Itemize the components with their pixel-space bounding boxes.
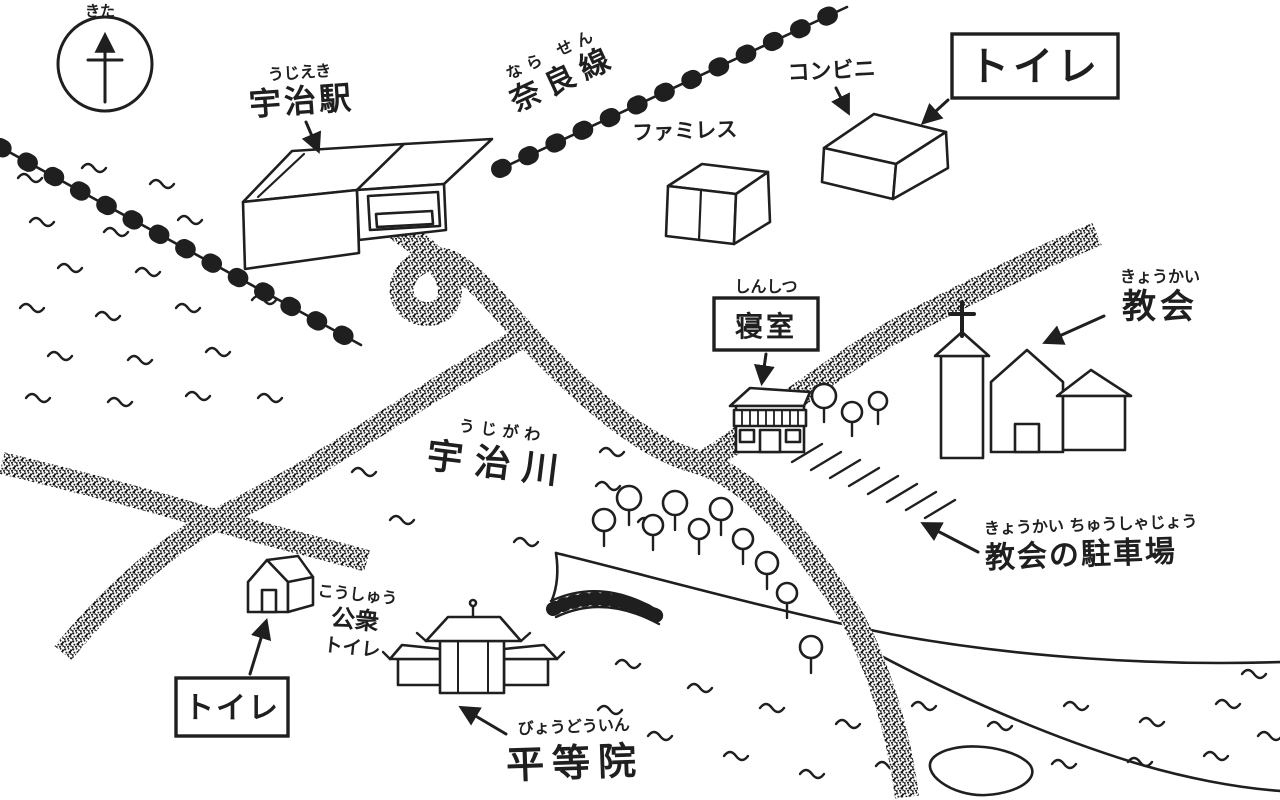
church-parking-label: きょうかい ちゅうしゃじょう 教会の駐車場 <box>984 512 1198 576</box>
svg-text:びょうどういん: びょうどういん <box>518 715 631 738</box>
compass-circle <box>56 15 154 113</box>
toilet-ne-box: トイレ <box>950 32 1120 100</box>
byodoin-temple-building <box>381 598 566 695</box>
river-label: うじがわ 宇治川 <box>424 416 572 494</box>
family-restaurant-building <box>664 162 772 246</box>
bedroom-house <box>728 386 812 454</box>
railway-southwest <box>0 138 370 354</box>
church-cross-icon <box>948 300 976 338</box>
road-southwest <box>54 328 527 660</box>
north-compass: きた <box>56 2 154 113</box>
svg-text:宇治川: 宇治川 <box>424 435 572 493</box>
byodoin-label: びょうどういん 平等院 <box>505 715 644 788</box>
family-restaurant-label: ファミレス <box>632 117 738 145</box>
svg-text:宇治駅: 宇治駅 <box>248 78 355 123</box>
toilet-ne-label: トイレ <box>969 44 1101 90</box>
road-northeast <box>695 222 1102 474</box>
road-west <box>0 452 370 572</box>
svg-text:平等院: 平等院 <box>505 739 644 788</box>
convenience-store-building <box>820 112 950 201</box>
svg-text:うじえき: うじえき <box>267 61 332 84</box>
church-arrow <box>1042 314 1106 345</box>
station-label: うじえき 宇治駅 <box>248 61 355 124</box>
church-building <box>933 300 1133 460</box>
toilet-sw-arrow <box>248 617 272 676</box>
roads <box>0 215 1102 799</box>
convenience-store-label: コンビニ <box>787 57 876 87</box>
toilet-ne-arrow <box>920 98 950 125</box>
riverside-trees <box>591 484 824 675</box>
bedroom-label-box: 寝室 <box>712 296 820 352</box>
public-toilet-label: こうしゅう 公衆 トイレ <box>317 581 399 662</box>
uji-station-building <box>241 137 494 271</box>
svg-text:教会: 教会 <box>1122 287 1198 327</box>
public-toilet-building <box>246 554 315 614</box>
svg-text:トイレ: トイレ <box>322 634 381 662</box>
north-label: きた <box>85 2 115 20</box>
toilet-sw-label: トイレ <box>184 691 280 726</box>
church-parking-arrow <box>920 522 980 554</box>
svg-text:こうしゅう: こうしゅう <box>317 581 399 608</box>
svg-text:公衆: 公衆 <box>330 603 381 636</box>
bedroom-arrow <box>753 352 775 387</box>
byodoin-arrow <box>458 705 508 736</box>
road-loop-riverside <box>385 215 919 799</box>
convenience-store-arrow <box>831 86 850 116</box>
uji-river-bank <box>550 551 1280 797</box>
footbridge <box>546 590 664 626</box>
church-label: きょうかい 教会 <box>1120 267 1200 327</box>
bedroom-furigana: しんしつ <box>734 277 797 296</box>
river-island <box>928 745 1034 797</box>
station-arrow <box>301 120 322 154</box>
nara-line-railway <box>491 0 856 178</box>
bedroom-label: 寝室 <box>735 310 797 343</box>
toilet-sw-box: トイレ <box>174 676 290 738</box>
railway-label: なら せん 奈良線 <box>503 24 623 119</box>
svg-text:きょうかい: きょうかい <box>1120 267 1200 286</box>
svg-text:教会の駐車場: 教会の駐車場 <box>984 534 1177 576</box>
house-trees <box>810 382 889 438</box>
church-parking-hatch <box>790 442 957 520</box>
